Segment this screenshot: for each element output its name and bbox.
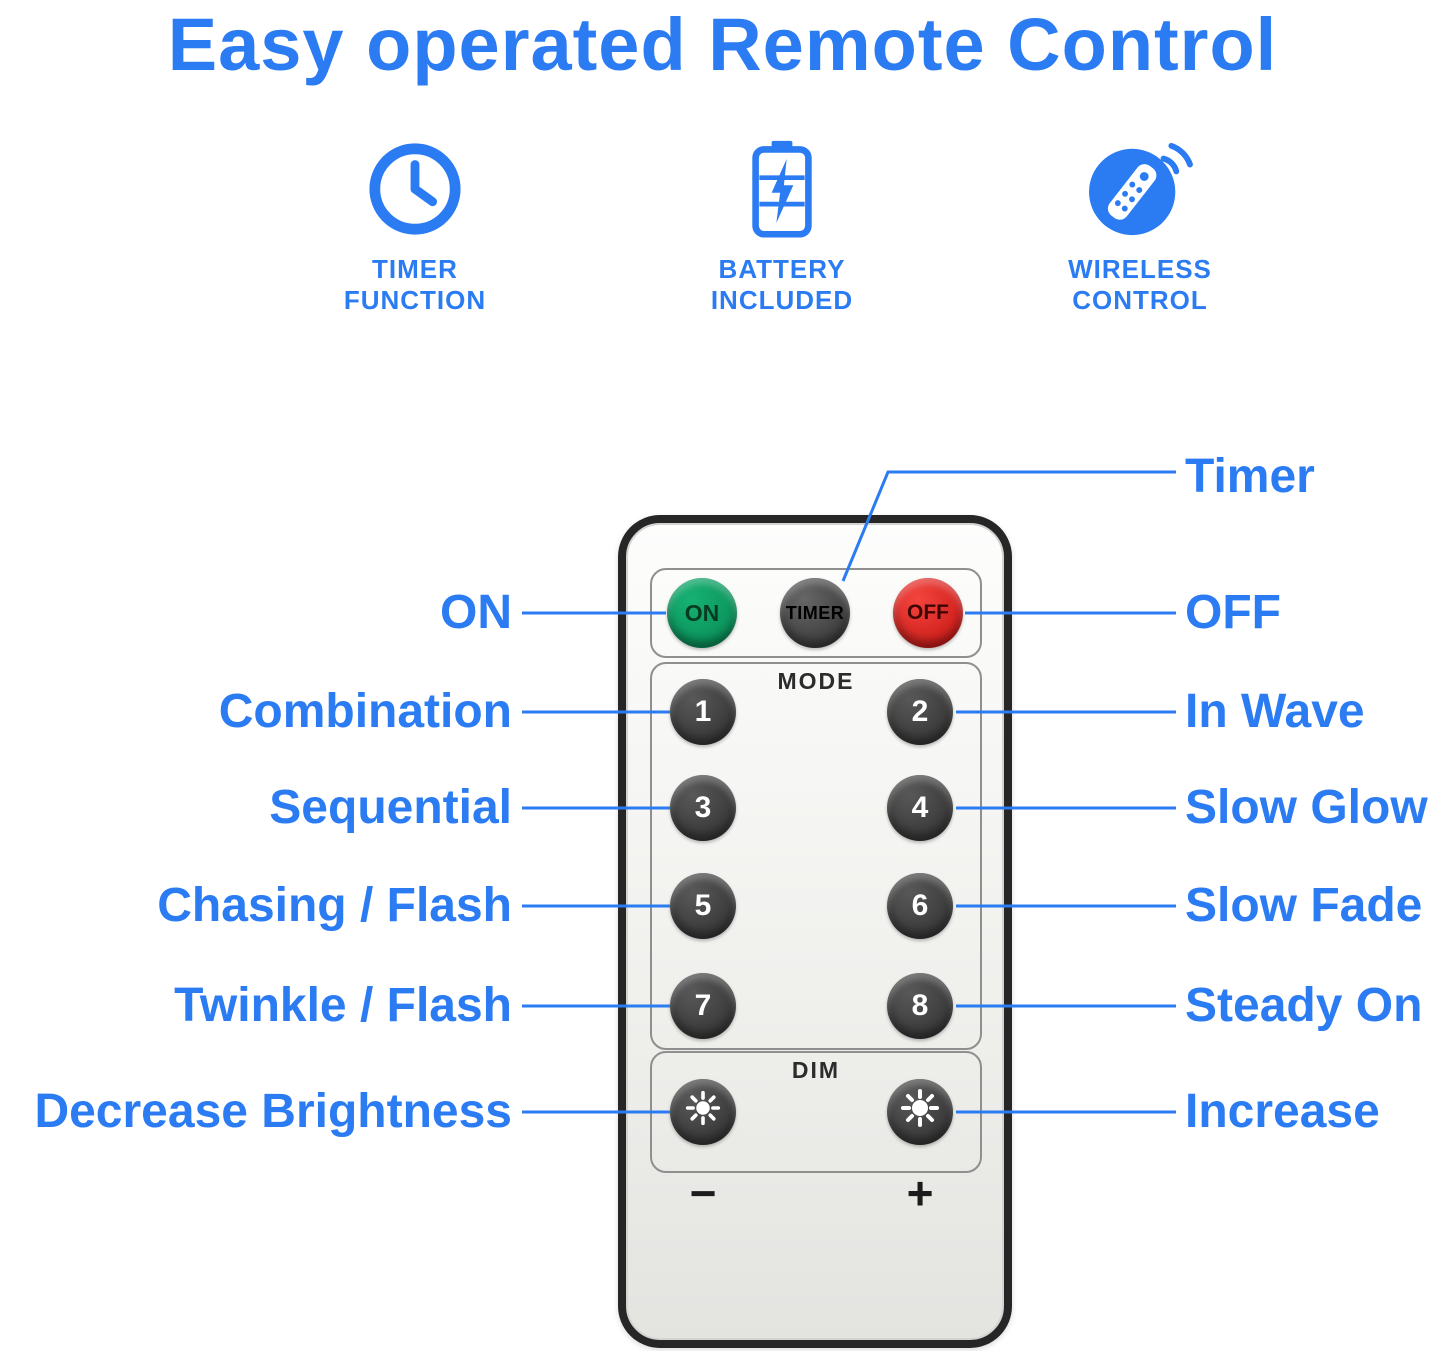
callout-label-chasing-flash: Chasing / Flash [157,879,512,932]
timer-button: TIMER [780,578,850,648]
plus-label: + [906,1167,934,1219]
decrease-brightness-button [670,1079,736,1145]
feature-label: BATTERY INCLUDED [622,254,942,315]
remote-control: ON TIMER OFF MODE 1 2 3 4 5 6 7 8 DIM [618,515,1012,1348]
mode-button-2: 2 [887,679,953,745]
feature-label-line2: INCLUDED [710,284,854,315]
callout-label-combination: Combination [218,685,512,738]
mode-button-3: 3 [670,775,736,841]
callout-label-slow-fade: Slow Fade [1185,879,1423,932]
mode-button-7: 7 [670,973,736,1039]
increase-brightness-button [887,1079,953,1145]
callout-label-slow-glow: Slow Glow [1185,781,1428,834]
feature-timer-function: TIMER FUNCTION [255,136,575,315]
dim-label: DIM [791,1057,841,1083]
off-button: OFF [893,578,963,648]
feature-wireless-control: WIRELESS CONTROL [980,136,1300,315]
feature-label-line1: TIMER [372,254,458,284]
callout-label-sequential: Sequential [269,781,512,834]
mode-button-6: 6 [887,873,953,939]
mode-button-1: 1 [670,679,736,745]
feature-label-line2: FUNCTION [343,284,487,315]
callout-label-twinkle-flash: Twinkle / Flash [174,979,512,1032]
mode-label: MODE [777,668,855,694]
callout-label-in-wave: In Wave [1185,685,1365,738]
page-title: Easy operated Remote Control [167,3,1278,86]
callout-label-decrease-brightness: Decrease Brightness [34,1085,512,1138]
feature-label: TIMER FUNCTION [255,254,575,315]
callout-label-on: ON [440,586,512,639]
on-button: ON [667,578,737,648]
mode-button-5: 5 [670,873,736,939]
callout-label-timer: Timer [1185,450,1315,503]
battery-icon [622,136,942,242]
wireless-remote-icon [980,136,1300,242]
feature-label: WIRELESS CONTROL [980,254,1300,315]
minus-label: − [689,1167,717,1219]
feature-label-line1: BATTERY [718,254,846,284]
mode-button-4: 4 [887,775,953,841]
feature-label-line2: CONTROL [1072,284,1208,315]
mode-button-group [650,662,982,1050]
clock-icon [255,136,575,242]
callout-label-off: OFF [1185,586,1281,639]
sun-bright-icon [900,1088,940,1136]
mode-button-8: 8 [887,973,953,1039]
callout-label-steady-on: Steady On [1185,979,1423,1032]
sun-dim-icon [685,1090,721,1134]
callout-label-increase: Increase [1185,1085,1380,1138]
feature-label-line1: WIRELESS [1068,254,1212,284]
feature-battery-included: BATTERY INCLUDED [622,136,942,315]
